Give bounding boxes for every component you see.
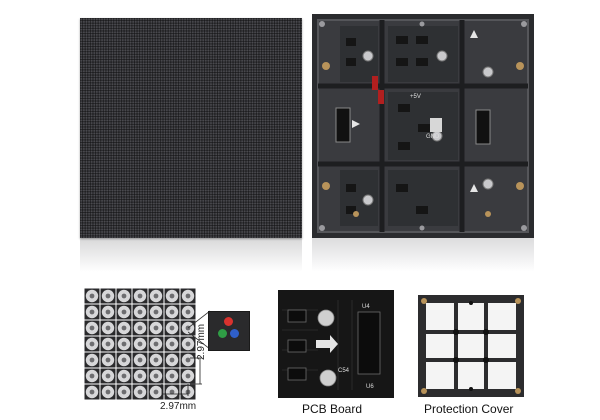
pixel-led-center: [169, 389, 175, 395]
pixel-led-center: [153, 325, 159, 331]
pixel-led-center: [153, 389, 159, 395]
pixel-led-center: [89, 389, 95, 395]
vertical-pitch-bracket: [190, 357, 202, 385]
blue-led-dot: [230, 329, 239, 338]
plus5v-label: +5V: [410, 94, 421, 100]
pixel-led-center: [89, 341, 95, 347]
pixel-led-center: [169, 357, 175, 363]
pcb-label-c54: C54: [338, 368, 350, 374]
pixel-led-center: [153, 293, 159, 299]
pixel-led-center: [121, 309, 127, 315]
pixel-led-center: [185, 357, 191, 363]
pixel-led-center: [121, 357, 127, 363]
led-module-front-image: [80, 18, 302, 238]
pixel-led-center: [153, 341, 159, 347]
pixel-led-center: [89, 309, 95, 315]
pcb-board-image: U4 C54 U6: [278, 290, 394, 398]
pixel-led-center: [137, 309, 143, 315]
pixel-led-center: [169, 309, 175, 315]
pixel-led-center: [89, 373, 95, 379]
red-led-dot: [224, 317, 233, 326]
pixel-led-center: [105, 357, 111, 363]
pcb-board-caption: PCB Board: [302, 402, 363, 416]
pixel-led-center: [137, 373, 143, 379]
horizontal-pitch-bracket: [161, 384, 189, 396]
pixel-led-center: [137, 357, 143, 363]
pixel-led-center: [169, 341, 175, 347]
gnd-label: GND: [426, 134, 440, 140]
pixel-led-center: [185, 293, 191, 299]
pixel-led-center: [137, 325, 143, 331]
green-led-dot: [218, 329, 227, 338]
pixel-led-center: [121, 389, 127, 395]
pixel-led-center: [169, 325, 175, 331]
pixel-led-center: [121, 373, 127, 379]
pixel-led-center: [185, 373, 191, 379]
pixel-grid-diagram: [84, 288, 202, 400]
pixel-led-center: [153, 309, 159, 315]
vertical-pitch-label: 2.97mm: [196, 323, 207, 360]
pixel-led-center: [185, 309, 191, 315]
protection-cover-image: [416, 293, 526, 399]
led-module-front-reflection: [80, 238, 302, 272]
zoom-pointer-lines: [188, 310, 210, 350]
protection-cover-caption: Protection Cover: [424, 402, 514, 416]
pixel-led-center: [137, 389, 143, 395]
pixel-led-center: [137, 293, 143, 299]
pixel-led-center: [137, 341, 143, 347]
pixel-led-center: [89, 357, 95, 363]
led-module-back-image: GND +5V: [312, 14, 534, 238]
pixel-led-center: [89, 293, 95, 299]
pixel-led-center: [153, 357, 159, 363]
pixel-led-center: [121, 341, 127, 347]
pcb-label-u4: U4: [362, 304, 370, 310]
pixel-led-center: [169, 293, 175, 299]
rgb-led-zoom: [208, 311, 250, 351]
pixel-led-center: [169, 373, 175, 379]
pixel-led-center: [105, 293, 111, 299]
pixel-led-center: [105, 309, 111, 315]
pixel-led-center: [105, 389, 111, 395]
pcb-label-u6: U6: [366, 384, 374, 390]
pixel-led-center: [185, 341, 191, 347]
pixel-led-center: [121, 293, 127, 299]
pixel-led-center: [153, 373, 159, 379]
horizontal-pitch-label: 2.97mm: [160, 401, 197, 412]
pixel-led-center: [105, 325, 111, 331]
pixel-led-center: [121, 325, 127, 331]
pixel-led-center: [105, 373, 111, 379]
pixel-led-center: [89, 325, 95, 331]
led-module-back-reflection: [312, 238, 534, 272]
pixel-led-center: [105, 341, 111, 347]
